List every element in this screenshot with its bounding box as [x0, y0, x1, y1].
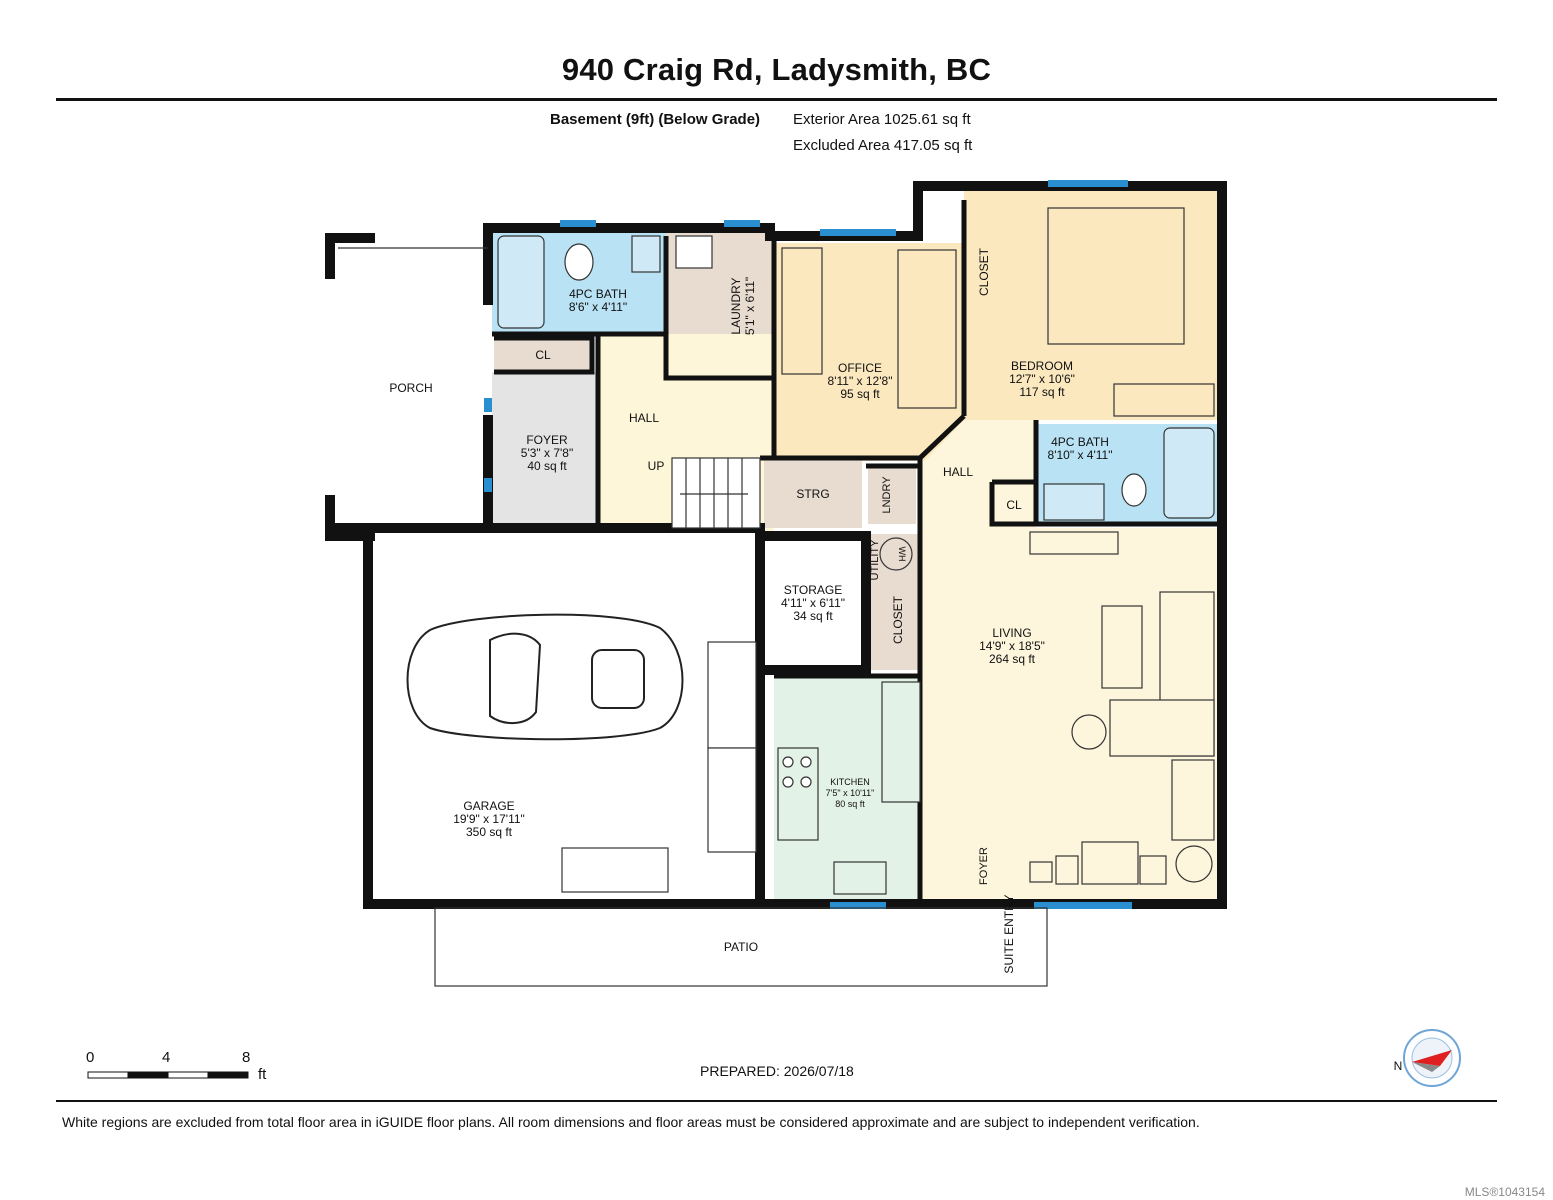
- hall2-label: HALL: [943, 465, 973, 479]
- scale-label-0: 0: [86, 1049, 95, 1066]
- room-labels: PORCH 4PC BATH 8'6" x 4'11" LAUNDRY 5'1"…: [389, 247, 1112, 973]
- office-name: OFFICE: [838, 361, 882, 375]
- kitchen-area: 80 sq ft: [835, 799, 865, 809]
- storage-name: STORAGE: [784, 583, 842, 597]
- bedroom-dim: 12'7" x 10'6": [1009, 372, 1075, 386]
- garage-name: GARAGE: [463, 799, 514, 813]
- bath2-dim: 8'10" x 4'11": [1048, 448, 1113, 462]
- cl1-fill: [494, 338, 592, 372]
- stairs: [671, 457, 761, 529]
- bedroom-name: BEDROOM: [1011, 359, 1073, 373]
- hall1-label: HALL: [629, 411, 659, 425]
- bath1-name: 4PC BATH: [569, 287, 627, 301]
- page-title: 940 Craig Rd, Ladysmith, BC: [561, 52, 992, 87]
- storage-area: 34 sq ft: [793, 609, 833, 623]
- outdoor-outlines: [338, 247, 1048, 987]
- living-fill: [920, 420, 1218, 900]
- garage-dim: 19'9" x 17'11": [453, 812, 525, 826]
- bedroom-area: 117 sq ft: [1019, 385, 1065, 399]
- scale-unit: ft: [258, 1066, 267, 1083]
- living-name: LIVING: [992, 626, 1031, 640]
- foyer-name: FOYER: [526, 433, 568, 447]
- laundry-dim: 5'1" x 6'11": [743, 277, 757, 335]
- scale-bar: [87, 1071, 249, 1079]
- mls-number: MLS®1043154: [1464, 1185, 1545, 1199]
- exterior-area: Exterior Area 1025.61 sq ft: [793, 111, 971, 128]
- scale-label-8: 8: [242, 1049, 251, 1066]
- suite-entry-label: SUITE ENTRY: [1002, 894, 1016, 973]
- living-area: 264 sq ft: [989, 652, 1036, 666]
- scale-label-4: 4: [162, 1049, 171, 1066]
- laundry-name: LAUNDRY: [729, 277, 743, 334]
- office-dim: 8'11" x 12'8": [828, 374, 893, 388]
- excluded-area: Excluded Area 417.05 sq ft: [793, 137, 973, 154]
- lndry-label: LNDRY: [881, 476, 893, 514]
- up-label: UP: [648, 459, 665, 473]
- bath2-name: 4PC BATH: [1051, 435, 1109, 449]
- wh-label: WH: [897, 547, 907, 562]
- office-area: 95 sq ft: [840, 387, 880, 401]
- level-label: Basement (9ft) (Below Grade): [550, 111, 761, 128]
- lndry-fill: [868, 466, 916, 524]
- patio-label: PATIO: [724, 940, 758, 954]
- foyer-fill: [492, 372, 598, 532]
- closet1-label: CLOSET: [977, 247, 991, 296]
- porch-label: PORCH: [389, 381, 432, 395]
- compass-icon: N: [1394, 1029, 1461, 1087]
- foyer2-label: FOYER: [978, 847, 990, 885]
- strg-label: STRG: [796, 487, 829, 501]
- closet2-label: CLOSET: [891, 595, 905, 644]
- disclaimer-text: White regions are excluded from total fl…: [62, 1114, 1200, 1130]
- foyer-area: 40 sq ft: [527, 459, 567, 473]
- garage-area: 350 sq ft: [466, 825, 513, 839]
- cl2-label: CL: [1006, 498, 1022, 512]
- compass-label: N: [1394, 1059, 1403, 1073]
- storage-dim: 4'11" x 6'11": [781, 596, 845, 610]
- cl1-label: CL: [535, 348, 551, 362]
- fixtures: [497, 207, 1215, 895]
- prepared-date: PREPARED: 2026/07/18: [700, 1063, 854, 1079]
- bath1-dim: 8'6" x 4'11": [569, 300, 627, 314]
- windows: [484, 180, 1132, 909]
- kitchen-name: KITCHEN: [830, 777, 870, 787]
- title-divider: [56, 98, 1497, 101]
- kitchen-dim: 7'5" x 10'11": [826, 788, 875, 798]
- foyer-dim: 5'3" x 7'8": [521, 446, 573, 460]
- strg-fill: [764, 458, 862, 528]
- utility-label: UTILITY: [869, 539, 881, 581]
- living-dim: 14'9" x 18'5": [979, 639, 1045, 653]
- walls: [325, 181, 1227, 909]
- car-outline: [406, 613, 684, 741]
- footer-divider: [56, 1100, 1497, 1102]
